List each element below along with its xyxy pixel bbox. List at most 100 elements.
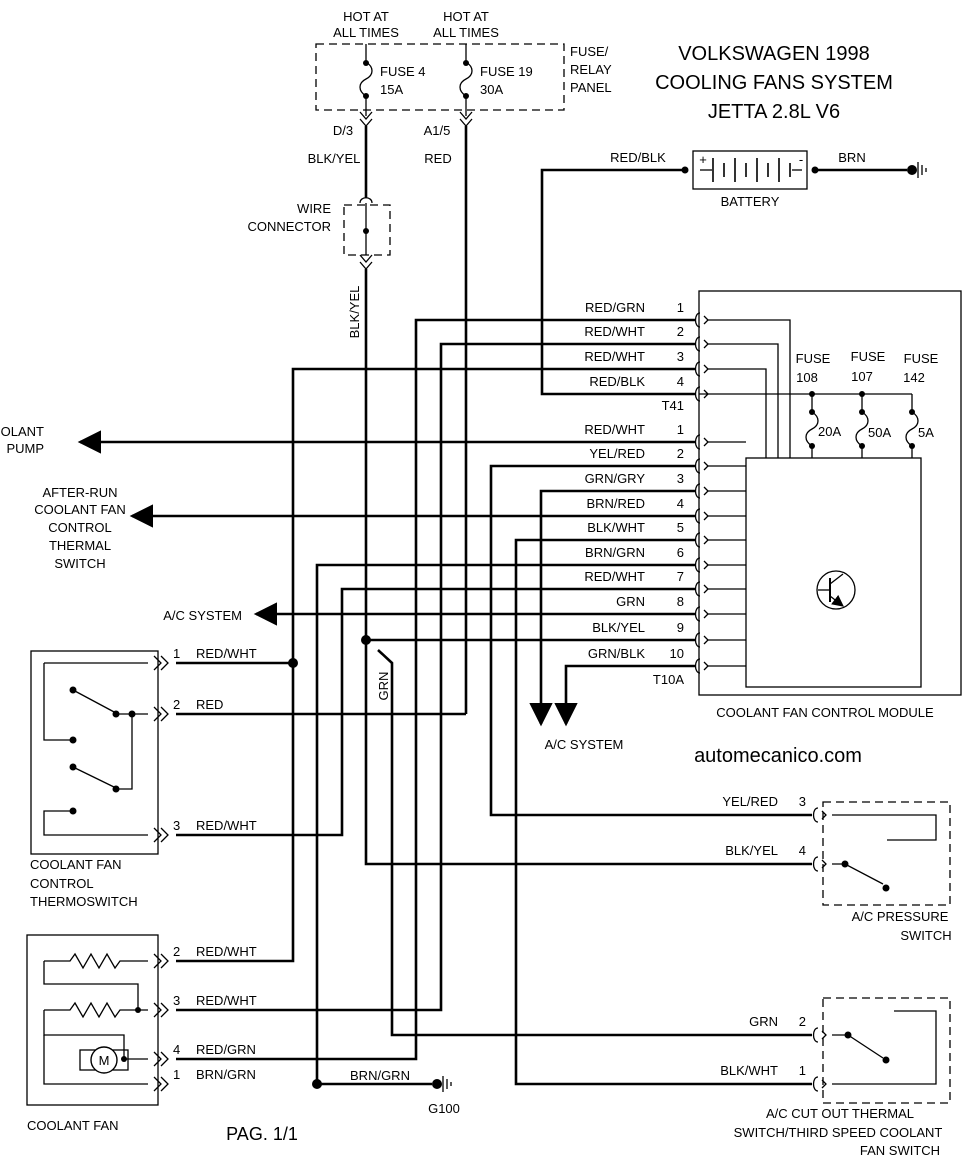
- fuse-19-amp: 30A: [480, 82, 503, 97]
- connector-terminal-icon: [703, 461, 709, 471]
- ac-system-bottom-label: A/C SYSTEM: [545, 737, 624, 752]
- module-t10a-pin-number: 7: [677, 569, 684, 584]
- fuse-19-label: FUSE 19: [480, 64, 533, 79]
- wire-red-wht-t10a-7: [176, 587, 695, 837]
- battery-out-wire: BRN: [838, 150, 865, 165]
- module-t41-pin-number: 4: [677, 374, 684, 389]
- connector-terminal-icon: [703, 486, 709, 496]
- connector-terminal-icon: [694, 361, 701, 377]
- module-t41-wire-label: RED/WHT: [584, 324, 645, 339]
- wire-red-wht-t41-2: [176, 342, 695, 1012]
- connector-t10a: T10A: [653, 672, 684, 687]
- ac-system-left-label: A/C SYSTEM: [163, 608, 242, 623]
- connector-terminal-icon: [694, 312, 701, 328]
- coolant-pump-label-2: PUMP: [6, 441, 44, 456]
- connector-terminal-icon: [694, 483, 701, 499]
- fuse-108-amp: 20A: [818, 424, 841, 439]
- ac-cutout-label-3: FAN SWITCH: [860, 1143, 940, 1158]
- wire-label-blk-yel-top: BLK/YEL: [308, 151, 361, 166]
- thermoswitch-box: [30, 650, 159, 855]
- after-run-label-3: CONTROL: [48, 520, 112, 535]
- pin-d3: D/3: [333, 123, 353, 138]
- module-label: COOLANT FAN CONTROL MODULE: [716, 705, 934, 720]
- ac-cutout-switch-box: [822, 997, 951, 1104]
- module-t41-pin-number: 3: [677, 349, 684, 364]
- wire-grn-cutout: [377, 649, 812, 1037]
- connector-terminal-icon: [703, 339, 709, 349]
- battery-minus: -: [799, 152, 803, 167]
- coolant-fan-wire-label: BRN/GRN: [196, 1067, 256, 1082]
- module-t10a-pin-number: 10: [670, 646, 684, 661]
- connector-terminal-icon: [703, 535, 709, 545]
- after-run-label-4: THERMAL: [49, 538, 111, 553]
- fuse-107-name: FUSE: [851, 349, 886, 364]
- fuse-107-amp: 50A: [868, 425, 891, 440]
- connector-terminal-icon: [821, 1079, 827, 1089]
- connector-terminal-icon: [703, 609, 709, 619]
- module-t10a-wire-label: YEL/RED: [589, 446, 645, 461]
- connector-terminal-icon: [703, 661, 709, 671]
- fuse-4-label: FUSE 4: [380, 64, 426, 79]
- connector-terminal-icon: [703, 584, 709, 594]
- module-t10a-wire-label: BLK/YEL: [592, 620, 645, 635]
- connector-terminal-icon: [153, 1051, 169, 1067]
- connector-terminal-icon: [694, 632, 701, 648]
- module-inner-block: [745, 457, 922, 688]
- ac-pressure-wire-label: BLK/YEL: [725, 843, 778, 858]
- hot-at-all-times-1b: ALL TIMES: [333, 25, 399, 40]
- module-outline: [698, 290, 962, 696]
- thermoswitch-wire-label: RED/WHT: [196, 818, 257, 833]
- fan-resistor-1: [44, 952, 148, 970]
- module-t41-wire-label: RED/WHT: [584, 349, 645, 364]
- fuse-panel-label-2: RELAY: [570, 62, 612, 77]
- connector-terminal-icon: [153, 706, 169, 722]
- connector-terminal-icon: [821, 859, 827, 869]
- coolant-fan-pin-number: 1: [173, 1067, 180, 1082]
- fuse-relay-panel: HOT AT ALL TIMES HOT AT ALL TIMES FUSE/ …: [315, 9, 612, 138]
- connector-terminal-icon: [703, 635, 709, 645]
- hot-at-all-times-2b: ALL TIMES: [433, 25, 499, 40]
- module-t10a-pin-number: 1: [677, 422, 684, 437]
- after-run-label-1: AFTER-RUN: [42, 485, 117, 500]
- ac-pressure-wire-label: YEL/RED: [722, 794, 778, 809]
- fuse-142-symbol: [905, 394, 919, 458]
- module-t10a-pin-number: 2: [677, 446, 684, 461]
- connector-terminal-icon: [694, 458, 701, 474]
- connector-terminal-icon: [821, 1030, 827, 1040]
- fuse-107-num: 107: [851, 369, 873, 384]
- module-t10a-pin-number: 8: [677, 594, 684, 609]
- ground-wire-label: BRN/GRN: [350, 1068, 410, 1083]
- wire-brn-grn: [315, 563, 695, 1084]
- connector-terminal-icon: [153, 953, 169, 969]
- module-t41-pin-number: 1: [677, 300, 684, 315]
- module-t10a-wire-label: BRN/RED: [586, 496, 645, 511]
- connector-terminal-icon: [703, 511, 709, 521]
- module-t10a-pin-number: 9: [677, 620, 684, 635]
- module-t10a-wire-label: GRN/GRY: [585, 471, 646, 486]
- ac-pressure-label-2: SWITCH: [900, 928, 951, 943]
- page-label: PAG. 1/1: [226, 1124, 298, 1144]
- wire-connector-box: [343, 204, 391, 256]
- module-t10a-wire-label: RED/WHT: [584, 422, 645, 437]
- battery-in-wire: RED/BLK: [610, 150, 666, 165]
- fuse-142-num: 142: [903, 370, 925, 385]
- thermoswitch-label-3: THERMOSWITCH: [30, 894, 138, 909]
- fuse-108-name: FUSE: [796, 351, 831, 366]
- pin-a15: A1/5: [424, 123, 451, 138]
- fuse-19-symbol: [459, 61, 473, 97]
- fuse-panel-label-3: PANEL: [570, 80, 612, 95]
- module-t10a-wire-label: RED/WHT: [584, 569, 645, 584]
- watermark: automecanico.com: [694, 745, 862, 767]
- motor-label: M: [99, 1053, 110, 1068]
- wire-blk-wht: [514, 538, 812, 1086]
- module-t10a-wire-label: BLK/WHT: [587, 520, 645, 535]
- fuse-142-name: FUSE: [904, 351, 939, 366]
- ac-cutout-thermal-switch: A/C CUT OUT THERMAL SWITCH/THIRD SPEED C…: [720, 997, 951, 1158]
- battery-plus: +: [699, 152, 707, 167]
